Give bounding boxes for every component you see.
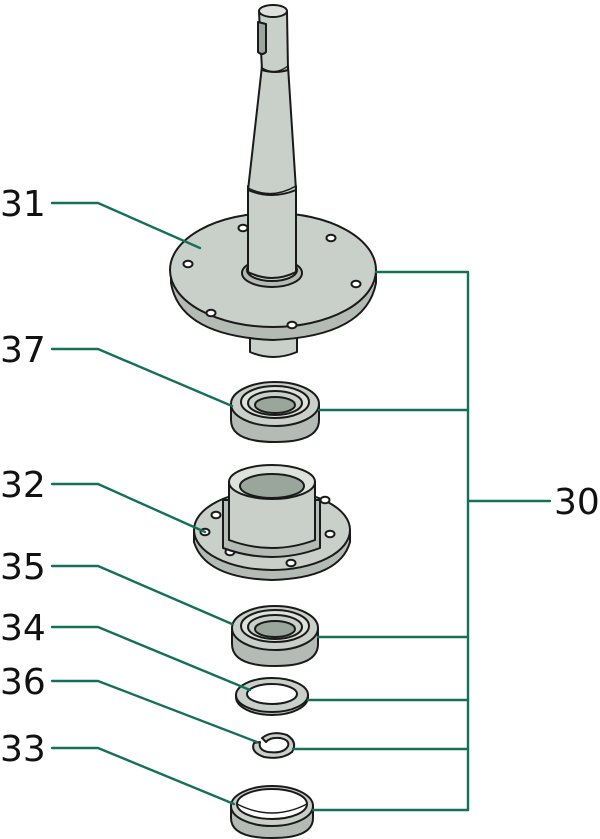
part-37-upper-bearing xyxy=(230,381,320,443)
leader-36 xyxy=(50,679,259,744)
callout-31: 31 xyxy=(0,184,46,225)
bracket-30 xyxy=(374,270,470,812)
leader-37 xyxy=(50,347,234,408)
callout-labels: 31 37 32 35 34 36 33 30 xyxy=(0,184,600,770)
leader-34 xyxy=(50,625,252,692)
leader-33 xyxy=(50,746,236,806)
callout-35: 35 xyxy=(0,547,46,588)
part-34-washer xyxy=(235,677,309,716)
callout-32: 32 xyxy=(0,465,46,506)
leader-35 xyxy=(50,564,234,626)
housing-holes xyxy=(199,495,336,568)
leader-lines xyxy=(50,201,552,812)
leader-31 xyxy=(50,201,202,250)
callout-30: 30 xyxy=(554,482,600,523)
part-32-bearing-housing xyxy=(193,464,351,581)
part-33-seal-ring xyxy=(230,785,314,839)
part-35-lower-bearing xyxy=(231,605,319,667)
leader-32 xyxy=(50,482,207,534)
callout-37: 37 xyxy=(0,330,46,371)
part-31-shaft-flange xyxy=(169,4,377,358)
callout-33: 33 xyxy=(0,729,46,770)
callout-36: 36 xyxy=(0,662,46,703)
part-36-circlip xyxy=(252,732,296,759)
callout-34: 34 xyxy=(0,608,46,649)
